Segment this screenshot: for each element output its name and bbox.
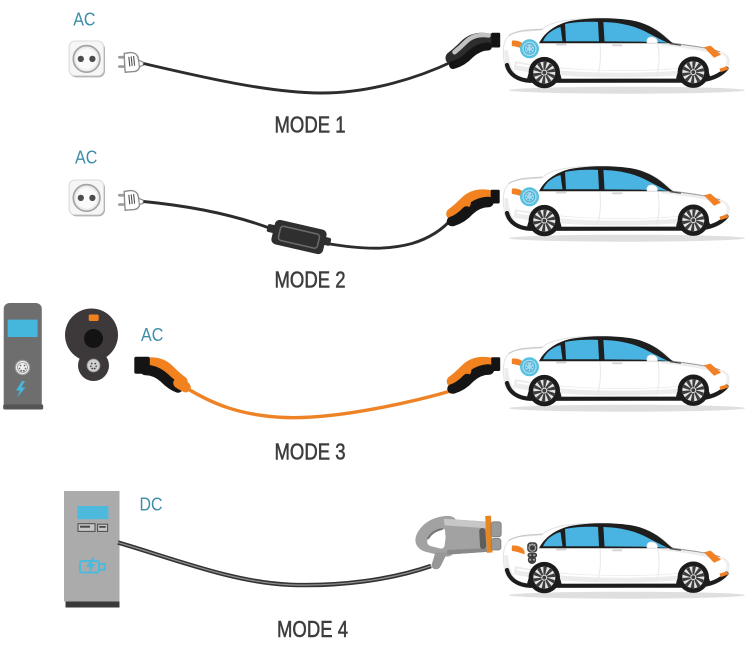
svg-text:MODE 2: MODE 2: [275, 267, 346, 293]
svg-text:AC: AC: [141, 324, 163, 345]
svg-text:AC: AC: [75, 147, 97, 168]
svg-text:DC: DC: [140, 494, 163, 515]
svg-text:MODE 3: MODE 3: [275, 439, 346, 465]
svg-text:MODE 1: MODE 1: [275, 112, 346, 138]
svg-text:AC: AC: [73, 9, 95, 30]
svg-text:MODE 4: MODE 4: [277, 616, 348, 642]
